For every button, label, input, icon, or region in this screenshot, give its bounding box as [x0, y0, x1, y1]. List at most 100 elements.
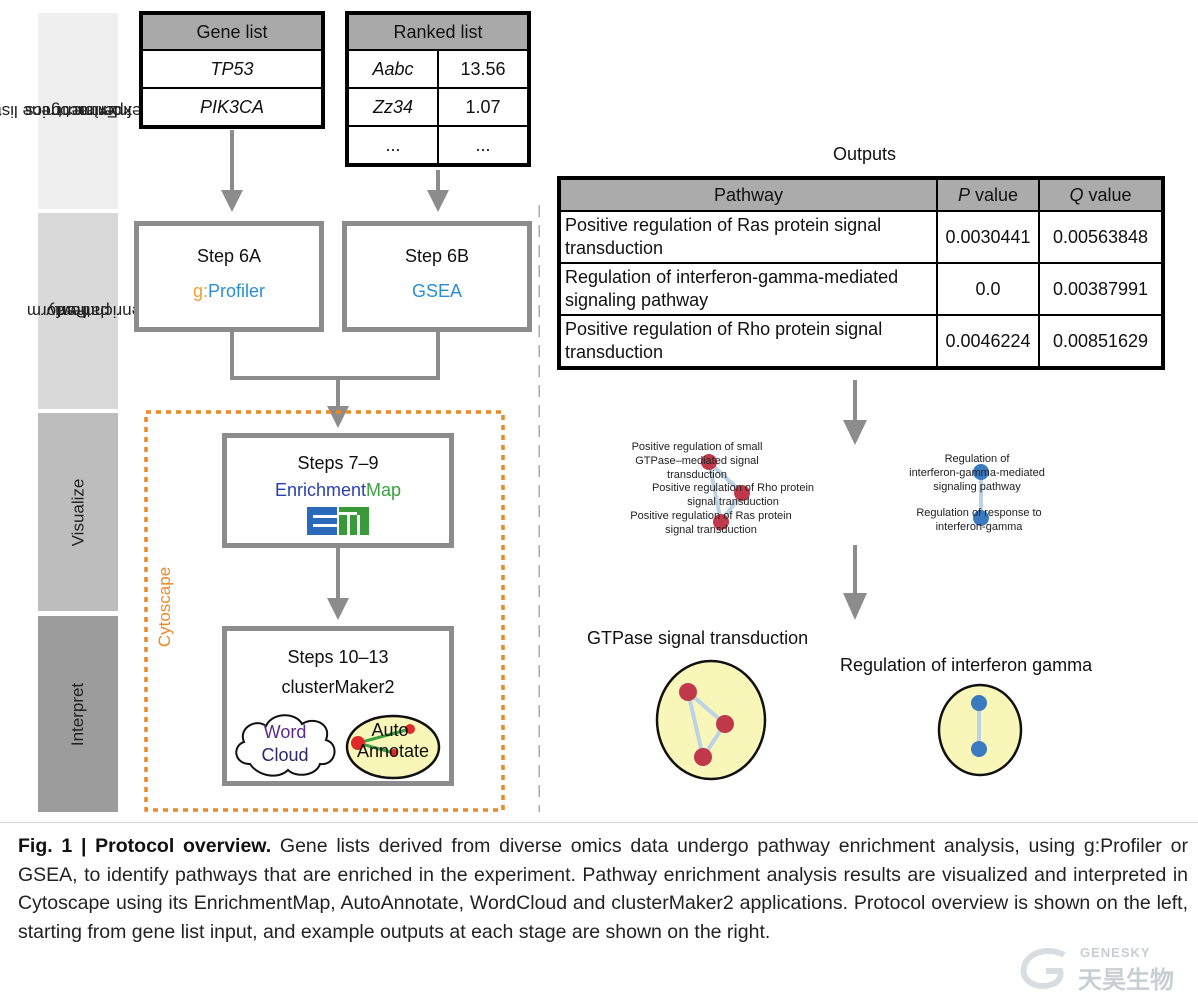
col-p-header: P value [936, 177, 1040, 212]
arrow-head [327, 598, 349, 620]
step-6b-box: Step 6B GSEA [342, 221, 532, 332]
caption-divider [0, 822, 1198, 823]
pathway-cell: Positive regulation of Rho protein signa… [558, 314, 938, 369]
network-node-red [713, 514, 729, 530]
network-label-line: Regulation of response to [916, 507, 1042, 519]
gene-name: PIK3CA [199, 96, 265, 117]
network-label-blue2: Regulation of response to interferon-gam… [896, 506, 1062, 534]
q-value-cell: 0.00563848 [1038, 210, 1164, 264]
step-6b-title: Step 6B [404, 246, 470, 266]
p-italic: P [957, 184, 970, 205]
ranked-gene-cell: Zz34 [346, 87, 439, 127]
gene-list-table: Gene list TP53 PIK3CA [139, 11, 325, 129]
p-value-cell: 0.0046224 [936, 314, 1040, 369]
step-10-title: Steps 10–13 [287, 647, 389, 667]
network-label-line: GTPase–mediated signal [635, 455, 759, 467]
network-label-line: Positive regulation of Ras protein [630, 510, 792, 522]
watermark-cn: 天昊生物 [1078, 967, 1174, 994]
stage-band-visualize: Visualize [38, 413, 118, 611]
gene-list-header: Gene list [140, 12, 324, 51]
col-q-header: Q value [1038, 177, 1164, 212]
gene-name: Aabc [372, 58, 414, 79]
autoannotate-auto: Auto [371, 720, 409, 740]
network-node-blue [973, 464, 989, 480]
cytoscape-label: Cytoscape [155, 566, 174, 648]
network-label-line: interferon-gamma-mediated [909, 467, 1045, 479]
left-flow-arrows [144, 130, 540, 812]
autoannotate-annotate: Annotate [356, 741, 430, 761]
network-label-line: Positive regulation of Rho protein [651, 482, 815, 494]
network-label-line: Regulation of [944, 453, 1010, 465]
wordcloud-cloud: Cloud [261, 745, 309, 765]
arrow-head [843, 593, 867, 620]
enrichmentmap-part2: Map [366, 480, 402, 500]
ranked-gene-cell: ... [346, 125, 439, 166]
caption-text: Gene lists derived from diverse omics da… [18, 835, 1188, 943]
cluster-gtpase-icon [655, 659, 767, 781]
cluster-title-gtpase: GTPase signal transduction [587, 628, 809, 648]
network-node-blue [973, 510, 989, 526]
network-label-line: signal transduction [665, 524, 757, 536]
q-value-cell: 0.00851629 [1038, 314, 1164, 369]
q-italic: Q [1069, 184, 1084, 205]
stage-band-enrich: Perform pathway enrichment [27, 213, 141, 409]
gene-name: TP53 [210, 58, 254, 79]
wordcloud-text: Word Cloud [230, 721, 340, 767]
wordcloud-cloud-icon [235, 714, 336, 777]
autoannotate-ellipse-icon [345, 714, 441, 780]
gene-name: Zz34 [372, 96, 414, 117]
pathway-cell: Regulation of interferon-gamma-mediated … [558, 262, 938, 316]
gprofiler-rest: Profiler [208, 281, 266, 301]
network-label-blue1: Regulation of interferon-gamma-mediated … [894, 452, 1060, 494]
network-label-red2: Positive regulation of Rho protein signa… [638, 481, 828, 509]
outputs-table: Pathway P value Q value Positive regulat… [557, 176, 1165, 370]
arrow-head [327, 406, 349, 428]
arrow-head [843, 420, 867, 445]
network-label-line: Positive regulation of small [631, 441, 763, 453]
step-7-title: Steps 7–9 [297, 453, 379, 473]
clustermaker-label: clusterMaker2 [281, 677, 395, 697]
p-value-cell: 0.0030441 [936, 210, 1040, 264]
network-label-line: interferon-gamma [935, 521, 1023, 533]
network-graph [701, 454, 989, 530]
q-rest: value [1083, 184, 1132, 205]
wordcloud-word: Word [263, 722, 307, 742]
network-label-line: signal transduction [687, 496, 779, 508]
p-value-cell: 0.0 [936, 262, 1040, 316]
gprofiler-prefix: g: [192, 281, 208, 301]
ranked-score-cell: ... [437, 125, 530, 166]
cluster-interferon-icon [937, 683, 1023, 777]
q-value-cell: 0.00387991 [1038, 262, 1164, 316]
merge-connector [230, 332, 440, 380]
gsea-label: GSEA [411, 281, 463, 301]
stage-band-interpret: Interpret [38, 616, 118, 812]
network-node-red [734, 485, 750, 501]
figure-caption: Fig. 1 | Protocol overview. Gene lists d… [18, 832, 1188, 946]
gene-list-cell: TP53 [140, 49, 324, 89]
right-flow-arrows [843, 380, 867, 620]
gene-list-cell: PIK3CA [140, 87, 324, 128]
ranked-gene-cell: Aabc [346, 49, 439, 89]
p-rest: value [969, 184, 1019, 205]
network-label-line: signaling pathway [933, 481, 1021, 493]
ranked-score-cell: 1.07 [437, 87, 530, 127]
gprofiler-label: g:Profiler [139, 281, 319, 302]
genesky-logo-icon [1020, 948, 1066, 989]
pathway-cell: Positive regulation of Ras protein signa… [558, 210, 938, 264]
stage-band-extract: Extract gene list from an omics experime… [0, 13, 141, 209]
arrow-head [427, 190, 449, 212]
enrichmentmap-label: EnrichmentMap [227, 480, 449, 501]
enrichmentmap-logo-icon [307, 507, 369, 535]
cluster-title-interferon: Regulation of interferon gamma [840, 655, 1093, 675]
network-label-line: transduction [667, 469, 727, 481]
ranked-score-cell: 13.56 [437, 49, 530, 89]
network-label-red3: Positive regulation of Ras protein signa… [616, 509, 806, 537]
ranked-list-table: Ranked list Aabc 13.56 Zz34 1.07 ... ... [345, 11, 531, 167]
enrichmentmap-part1: Enrichment [274, 480, 367, 500]
col-pathway-header: Pathway [558, 177, 938, 212]
network-node-red [701, 454, 717, 470]
outputs-title: Outputs [833, 144, 897, 164]
autoannotate-text: Auto Annotate [344, 720, 442, 762]
network-label-red1: Positive regulation of small GTPase–medi… [614, 440, 780, 482]
step-6a-title: Step 6A [196, 246, 262, 266]
